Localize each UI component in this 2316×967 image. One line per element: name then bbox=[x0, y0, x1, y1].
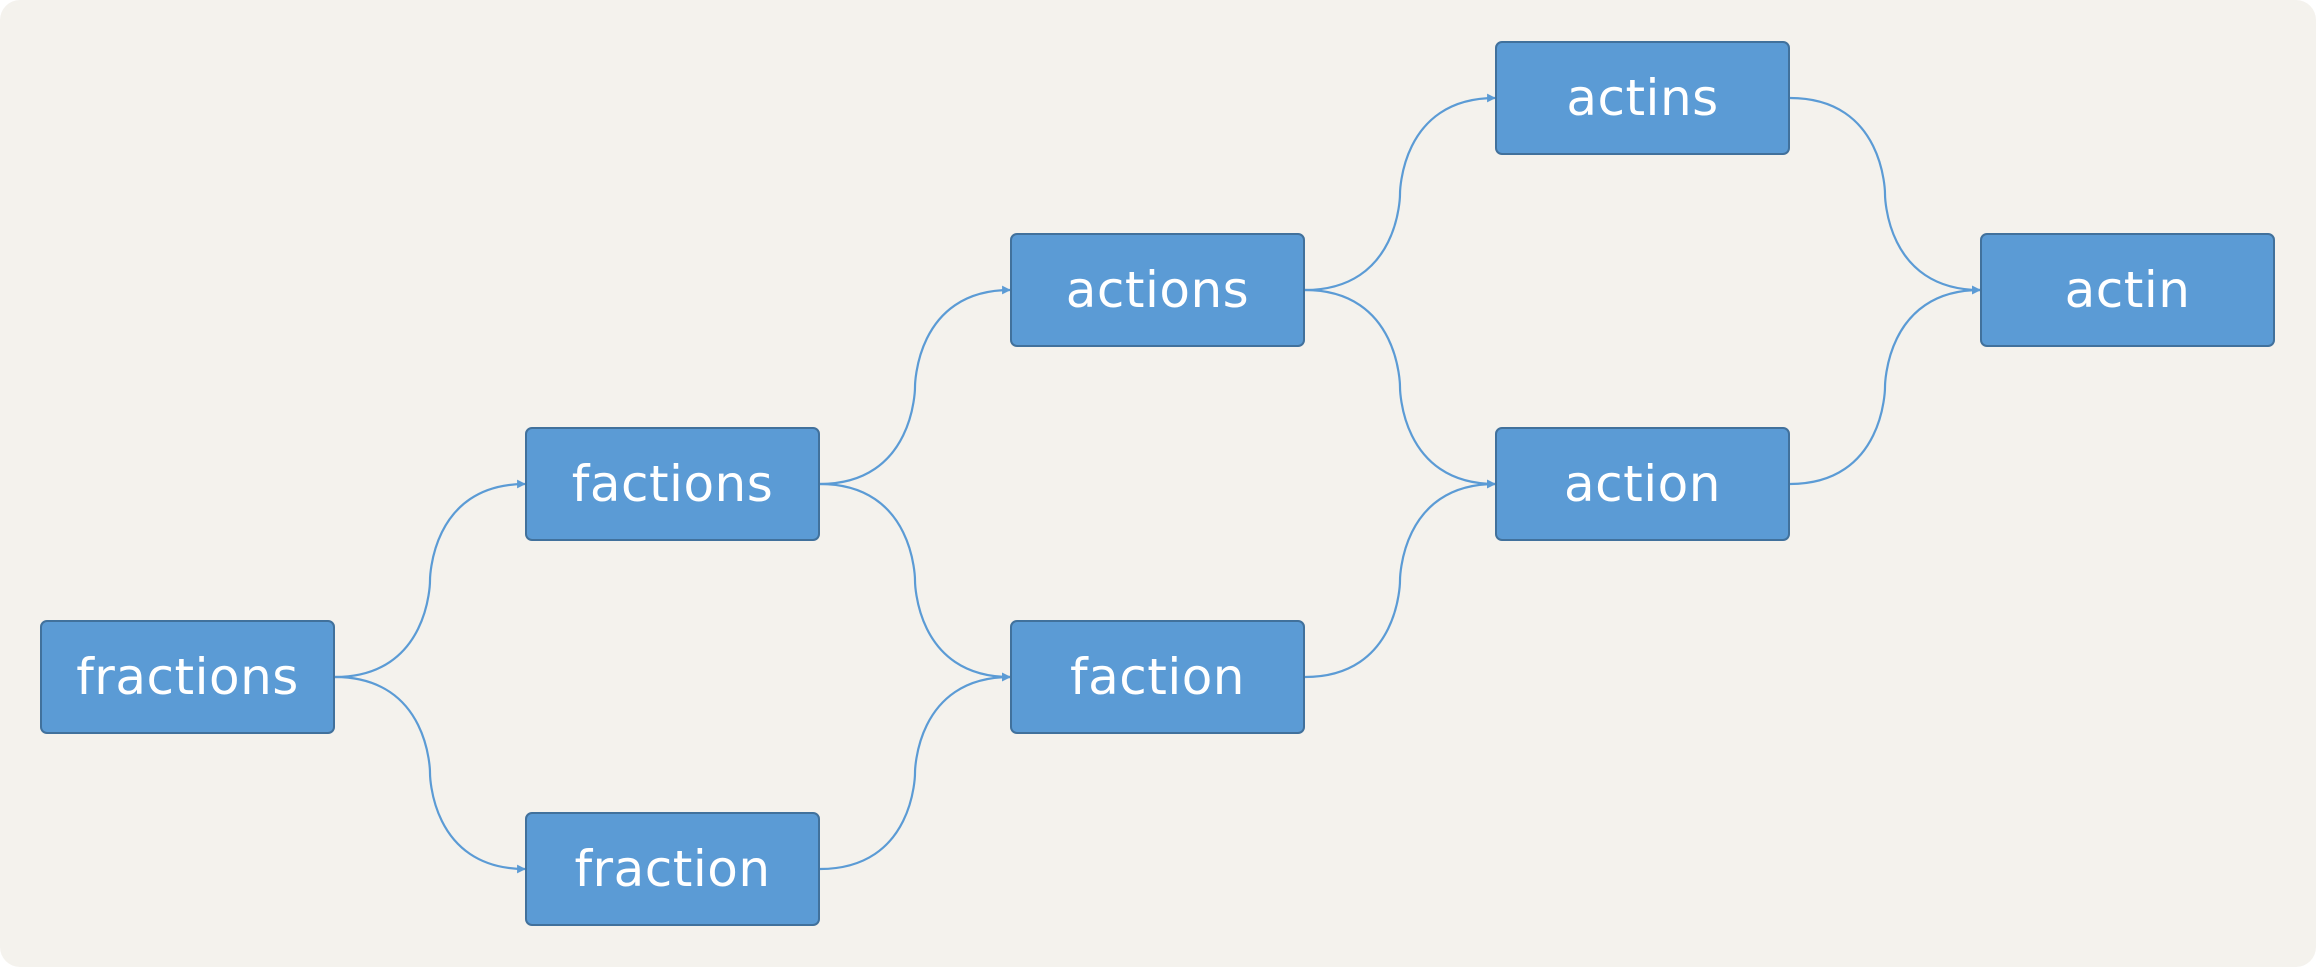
node-faction: faction bbox=[1010, 620, 1305, 734]
edge-n4-n6 bbox=[1304, 93, 1496, 292]
edge-n2-n5 bbox=[819, 482, 1011, 682]
edge-n7-n8 bbox=[1789, 285, 1981, 486]
edge-n1-n2 bbox=[334, 479, 526, 679]
node-actins: actins bbox=[1495, 41, 1790, 155]
node-fractions: fractions bbox=[40, 620, 335, 734]
edge-n6-n8 bbox=[1789, 96, 1981, 295]
node-factions: factions bbox=[525, 427, 820, 541]
edge-n4-n7 bbox=[1304, 288, 1496, 489]
edge-n5-n7 bbox=[1304, 479, 1496, 679]
node-fraction: fraction bbox=[525, 812, 820, 926]
node-actions: actions bbox=[1010, 233, 1305, 347]
edge-n2-n4 bbox=[819, 285, 1011, 486]
node-actin: actin bbox=[1980, 233, 2275, 347]
edge-n1-n3 bbox=[334, 675, 526, 874]
node-action: action bbox=[1495, 427, 1790, 541]
edge-n3-n5 bbox=[819, 672, 1011, 871]
